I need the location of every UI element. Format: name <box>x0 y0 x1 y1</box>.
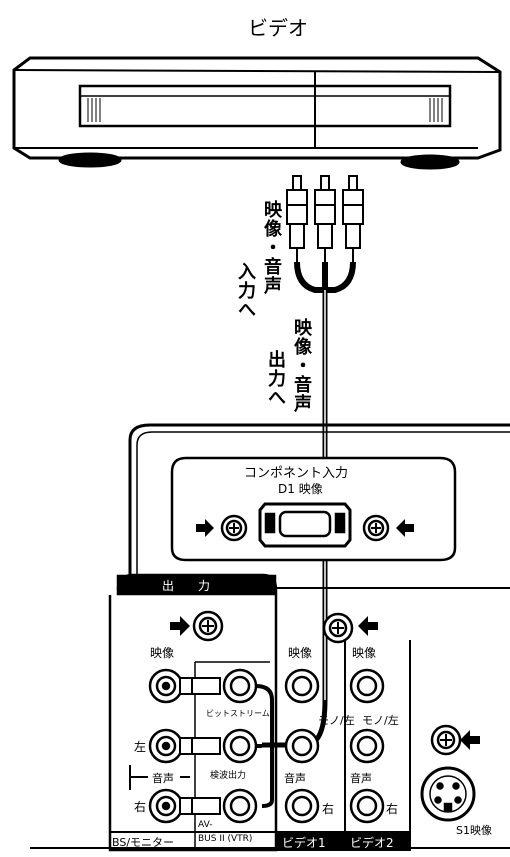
vcr-title: ビデオ <box>248 16 308 40</box>
video1-footer: ビデオ1 <box>282 836 326 850</box>
output-screw <box>192 610 224 642</box>
video1-screw <box>322 612 354 644</box>
patch-plugs <box>179 677 274 815</box>
video1-jacks <box>284 668 320 824</box>
video2-audio-label: 音声 <box>350 772 372 785</box>
arrow-icons <box>170 519 480 750</box>
output-header: 出 力 <box>162 579 211 593</box>
audio-brackets <box>129 765 190 790</box>
video2-video-label: 映像 <box>352 646 377 660</box>
detector-output-label: 検波出力 <box>210 771 247 781</box>
cable-label-vcr-b: 入力へ <box>235 262 256 319</box>
av-bus-label-2: BUS II (VTR) <box>198 834 253 844</box>
video2-right-label: 右 <box>386 802 399 816</box>
cable-label-tv-a: 映像・音声 <box>291 318 312 413</box>
vcr-illustration <box>12 56 502 170</box>
component-input-subtitle: D1 映像 <box>278 482 323 496</box>
output-audio-label: 音声 <box>152 772 174 785</box>
video2-mono-left-label: モノ/左 <box>362 714 399 727</box>
video2-footer: ビデオ2 <box>350 836 394 850</box>
output-panel-frame <box>108 573 278 852</box>
s1-video-label: S1映像 <box>456 824 492 837</box>
screw-right <box>362 514 390 542</box>
video1-audio-label: 音声 <box>284 772 306 785</box>
cable-label-vcr-a: 映像・音声 <box>261 200 282 295</box>
bitstream-label: ビットストリーム <box>206 709 270 718</box>
cable-label-tv-b: 出力へ <box>265 350 286 407</box>
screw-left <box>220 514 248 542</box>
component-input-title: コンポネント入力 <box>244 466 349 481</box>
output-video-label: 映像 <box>150 646 175 660</box>
rca-plug-audio-right <box>342 175 364 262</box>
output-left-label: 左 <box>134 740 147 754</box>
output-right-label: 右 <box>134 800 147 814</box>
bs-monitor-label: BS/モニター <box>112 836 175 849</box>
rca-plug-audio-left <box>314 175 336 262</box>
video1-video-label: 映像 <box>288 646 313 660</box>
video-panels-frame <box>275 587 510 851</box>
avbus-jacks <box>222 668 258 824</box>
av-bus-label: AV- <box>198 820 213 830</box>
video2-jacks <box>349 668 385 824</box>
output-jacks <box>148 668 184 824</box>
video1-mono-left-label: モノ/左 <box>318 714 355 727</box>
s1-video-jack <box>420 724 476 822</box>
rca-plug-video <box>286 175 308 262</box>
video1-right-label: 右 <box>322 802 335 816</box>
